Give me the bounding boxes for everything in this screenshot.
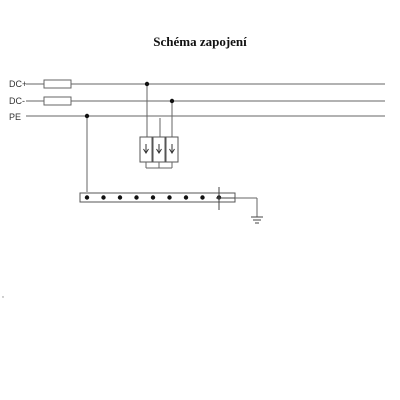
busbar-terminal xyxy=(150,195,156,200)
junction-dc-minus xyxy=(169,98,175,104)
spd-arrows xyxy=(143,144,175,154)
spd-arrow-3-icon xyxy=(169,144,175,154)
diagram-title: Schéma zapojení xyxy=(153,34,247,49)
busbar-terminal xyxy=(134,195,139,200)
stray-dot xyxy=(2,296,4,298)
busbar-terminal xyxy=(117,195,123,200)
spd-arrow-1-icon xyxy=(143,144,149,154)
dc-minus-fuse xyxy=(43,96,72,106)
dc-plus-fuse xyxy=(43,79,72,89)
label-dc-minus: DC- xyxy=(9,96,25,106)
busbar-terminal xyxy=(183,195,189,200)
busbar-terminal xyxy=(200,195,205,200)
junction-pe xyxy=(84,113,90,119)
label-pe: PE xyxy=(9,112,22,122)
junction-dc-plus xyxy=(144,81,150,87)
ground-icon xyxy=(251,216,263,224)
spd-arrow-2-icon xyxy=(156,144,162,154)
label-dc-plus: DC+ xyxy=(9,79,28,89)
busbar-terminal xyxy=(101,195,106,200)
busbar-terminal xyxy=(84,195,90,200)
busbar-terminal xyxy=(167,195,172,200)
